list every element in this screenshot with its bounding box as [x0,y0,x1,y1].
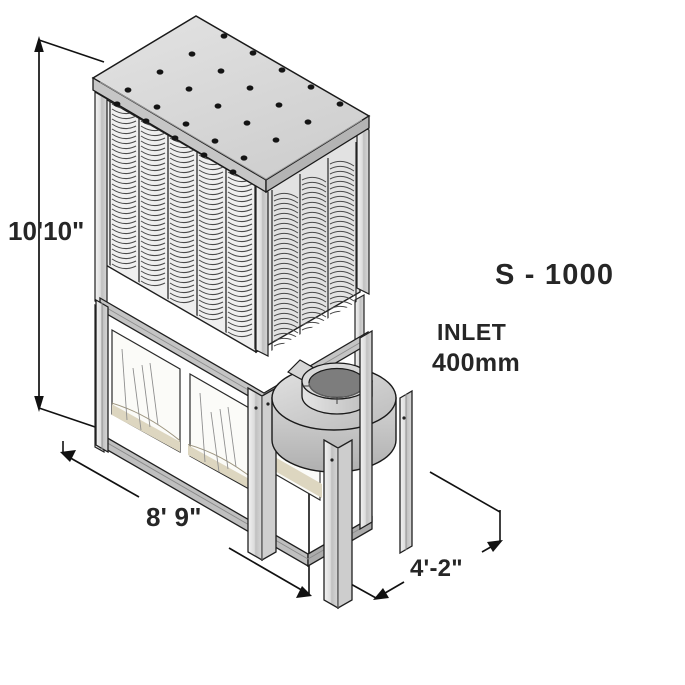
frame-front-legs [95,298,277,562]
top-plate-bolts [113,33,344,175]
height-dimension-label: 10'10" [8,216,85,246]
depth-dimension [339,471,503,600]
blower-leg-front [323,438,353,610]
dimension-lines [34,36,503,600]
corner-post-left [94,90,108,310]
top-access-plate [91,15,371,194]
collection-bag-2 [188,372,259,496]
cabinet-corner-posts [94,90,370,357]
filter-cartridges-side [271,142,357,354]
filter-cartridges-front [109,100,256,350]
inlet-size-label: 400mm [432,349,521,377]
height-dimension [34,36,105,431]
model-number-label: S - 1000 [495,259,615,291]
corner-post-right [356,123,370,295]
collection-bag-1 [111,328,181,454]
width-dimension-label: 8' 9" [146,502,202,532]
inlet-title-label: INLET [437,319,507,345]
depth-dimension-label: 4'-2" [410,555,463,582]
corner-post-center [255,185,269,357]
blower-support-legs [323,389,413,610]
leg-rear-right [359,329,373,531]
leg-center [247,386,277,562]
leg-front-left [95,298,109,454]
blower-leg-rear [399,389,413,555]
